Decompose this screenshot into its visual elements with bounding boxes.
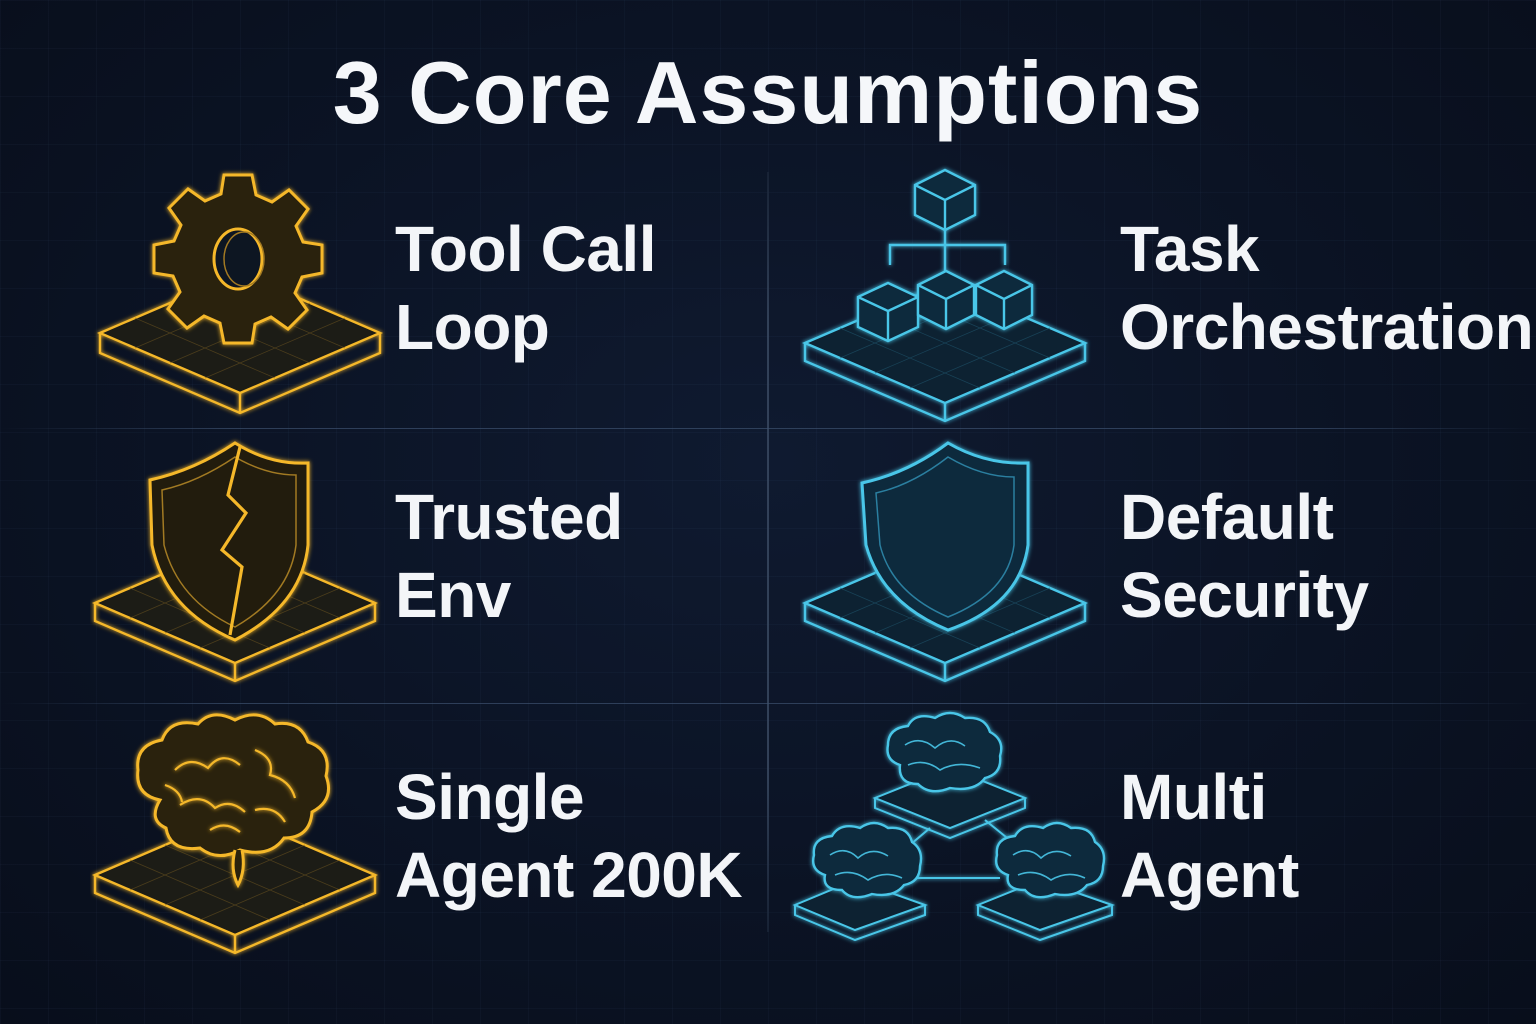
label-line-2: Loop [395, 291, 550, 363]
label-line-2: Agent 200K [395, 839, 743, 911]
label-line-2: Security [1120, 559, 1369, 631]
hierarchy-cubes-icon [801, 168, 1089, 423]
label-line-2: Agent [1120, 839, 1299, 911]
label-default-security: Default Security [1120, 478, 1369, 634]
label-line-1: Tool Call [395, 213, 656, 285]
multi-brain-network-icon [792, 711, 1116, 942]
shield-icon [801, 441, 1089, 683]
label-line-1: Default [1120, 481, 1334, 553]
label-line-1: Trusted [395, 481, 623, 553]
row-divider-1 [0, 428, 1536, 429]
gear-icon [96, 173, 384, 415]
label-line-2: Orchestration [1120, 291, 1534, 363]
label-line-1: Multi [1120, 761, 1267, 833]
page-title: 3 Core Assumptions [332, 43, 1204, 142]
cracked-shield-icon [91, 441, 379, 683]
label-single-agent: Single Agent 200K [395, 758, 743, 914]
column-divider [767, 172, 769, 932]
label-line-1: Task [1120, 213, 1260, 285]
row-divider-2 [0, 703, 1536, 704]
label-trusted-env: Trusted Env [395, 478, 623, 634]
brain-icon [91, 713, 379, 955]
label-multi-agent: Multi Agent [1120, 758, 1299, 914]
label-line-1: Single [395, 761, 585, 833]
label-line-2: Env [395, 559, 511, 631]
label-task-orchestration: Task Orchestration [1120, 210, 1534, 366]
label-tool-call-loop: Tool Call Loop [395, 210, 656, 366]
